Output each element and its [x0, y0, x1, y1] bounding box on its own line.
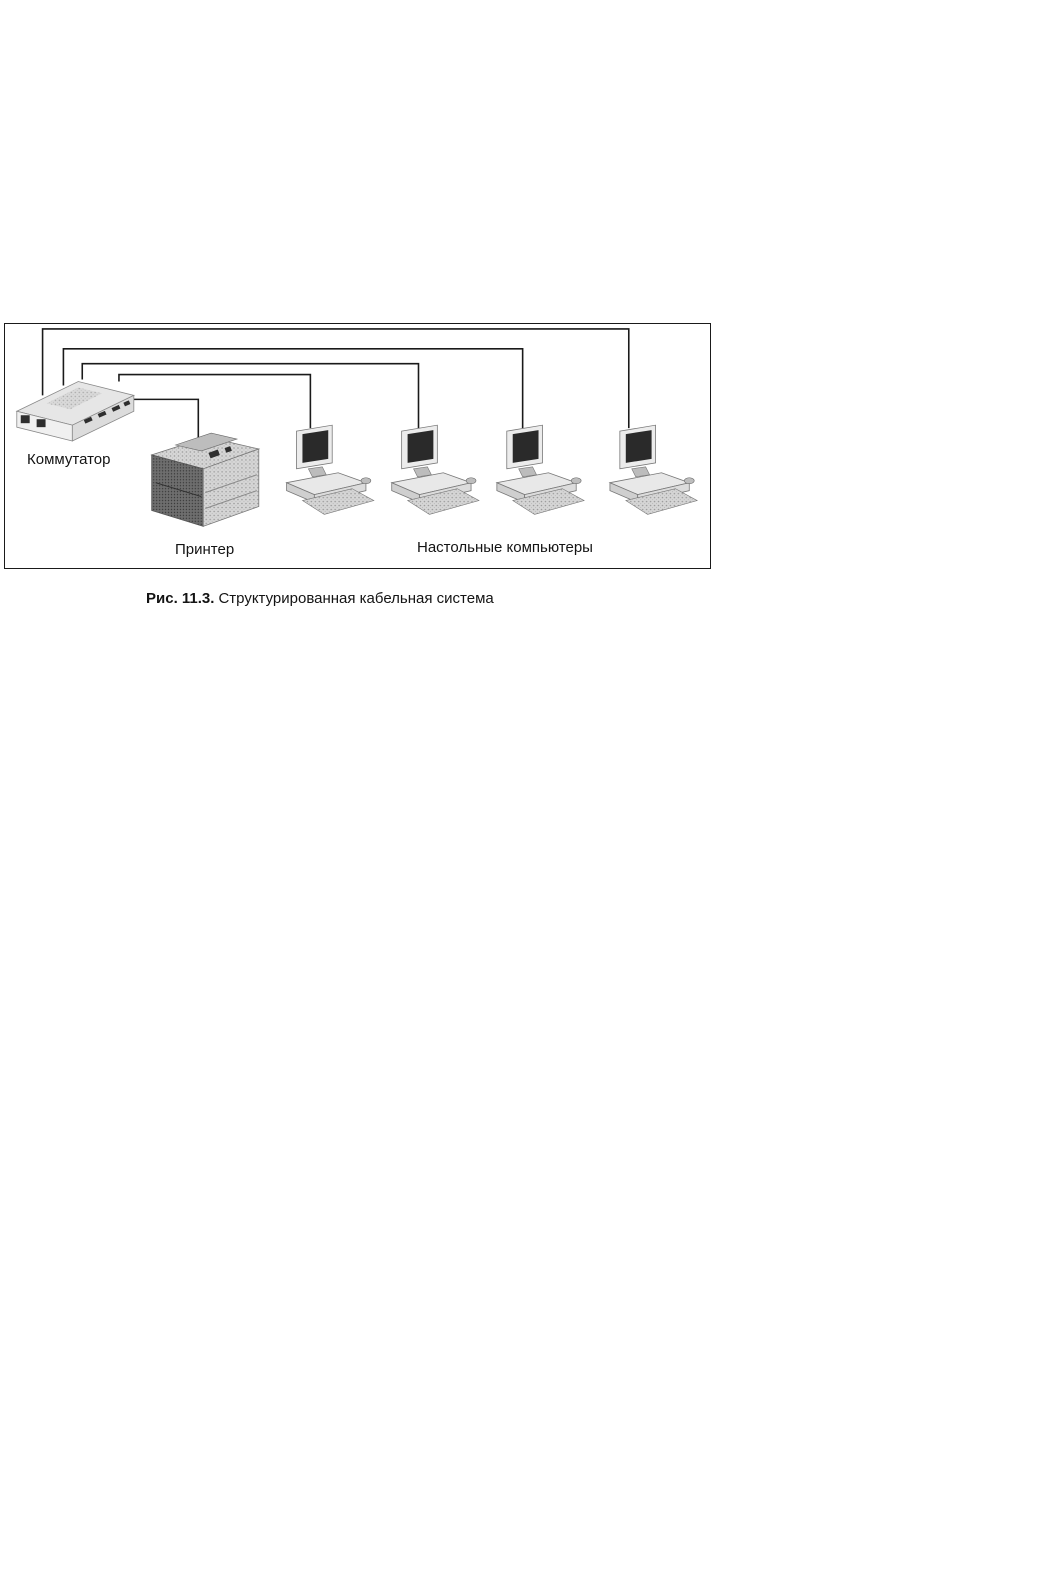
cable-desktop-1: [119, 375, 310, 429]
cable-desktop-3: [63, 349, 522, 428]
desktop-computer-icon: [392, 425, 479, 514]
printer-icon: [152, 433, 259, 526]
switch-label: Коммутатор: [27, 451, 110, 468]
switch-icon: [17, 382, 134, 442]
cable-printer: [134, 399, 198, 441]
cables: [43, 329, 629, 441]
diagram-canvas: [5, 324, 710, 568]
printer-label: Принтер: [175, 541, 234, 558]
figure-caption: Рис. 11.3.Структурированная кабельная си…: [146, 590, 494, 607]
desktop-computer-icon: [610, 425, 697, 514]
desktop-computer-icon: [287, 425, 374, 514]
figure-number: Рис. 11.3.: [146, 590, 214, 607]
desktop-computer-icon: [497, 425, 584, 514]
figure-caption-text: Структурированная кабельная система: [218, 590, 493, 607]
network-diagram: Коммутатор Принтер Настольные компьютеры: [4, 323, 711, 569]
desktops-label: Настольные компьютеры: [417, 539, 593, 556]
